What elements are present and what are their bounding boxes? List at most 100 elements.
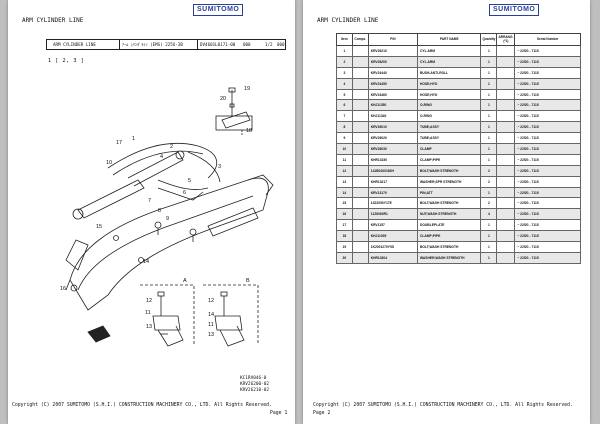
table-cell: ~ 22SG - 7115 [514,175,581,188]
table-cell: 17 [336,219,353,232]
table-cell: KRV26020 [367,132,418,145]
sumitomo-logo: SUMITOMO [193,4,244,16]
table-cell: 1 [480,251,498,264]
detail-label-a: A [183,278,187,284]
table-cell: 2 [336,55,353,68]
callout-6: 6 [183,190,186,196]
table-cell: CLAMP [416,143,482,155]
table-cell: 4 [480,208,498,221]
table-cell: ~ 22SG - 7115 [514,219,581,232]
table-cell: HOSE;HYD [416,77,482,90]
table-cell: 11 [336,153,353,166]
column-header: ARRANG. (*1) [496,33,516,46]
table-cell [351,219,369,232]
header-name: ARM CYLINDER LINE [53,42,96,47]
page-title: ARM CYLINDER LINE [317,17,379,24]
table-cell [496,121,516,134]
table-cell: ~ 22SG - 7115 [514,77,581,90]
callout-15: 15 [96,224,102,230]
header-jp: ｱｰﾑ ｼﾘﾝﾀﾞﾗｲﾝ (EMS) 225X-3B [122,42,183,47]
page-index: 1 [ 2, 3 ] [48,58,85,64]
header-code: DV4601L0171-00 [200,42,236,47]
table-cell: 2 [480,164,498,177]
table-cell: 1 [480,66,498,79]
table-cell: 11Z6060R1 [367,208,418,221]
table-cell [496,230,516,243]
table-cell: 13 [336,175,353,188]
table-cell: ~ 22SG - 7115 [514,153,581,166]
header-suffix: 000 [277,42,285,47]
table-cell: 14 [336,186,353,199]
table-cell: 18 [336,230,353,243]
table-cell [496,132,516,145]
table-cell: 9 [336,132,353,145]
table-cell: KRV24460 [367,88,418,101]
table-cell: CLAMP;PIPE [416,230,482,243]
table-cell: ~ 22SG - 7115 [514,45,581,57]
table-cell [496,208,516,221]
table-cell [351,55,369,68]
table-cell [496,241,516,253]
detail-a-frame [140,284,195,345]
table-cell: 141B0100160H [367,164,418,177]
table-cell: DOUBLEPLATE [416,219,482,232]
table-cell: 12 [336,164,353,177]
table-cell [496,110,516,123]
table-cell: ~ 22SG - 7115 [514,251,581,264]
table-cell: 1 [480,55,498,68]
column-header: Quantity [480,33,498,46]
table-cell: ~ 22SG - 7115 [514,208,581,221]
table-cell: CYL.ARM [416,55,482,68]
callout-16: 16 [60,286,66,292]
table-cell: O-RING [416,110,482,123]
table-cell [496,153,516,166]
table-cell: KRV24440 [367,66,418,79]
table-cell: 1 [480,45,498,57]
table-cell: 1 [480,88,498,101]
table-cell: 8 [336,121,353,134]
column-header: Item [336,33,353,46]
table-cell [351,241,369,253]
callout-10: 10 [106,160,112,166]
table-cell: 4 [336,77,353,90]
table-cell: HOSE;HYD [416,88,482,101]
callout-1: 1 [132,136,135,142]
drawing-code: KRV26200-02 [240,382,270,387]
table-cell: KHR13304 [367,251,418,264]
table-cell [351,45,369,57]
header-page: 1/2 [265,42,273,47]
table-cell: 1 [480,153,498,166]
table-cell: KHJ11350 [367,99,418,112]
table-cell: ~ 22SG - 7115 [514,88,581,101]
table-cell [496,45,516,57]
table-cell: CYL.ARM [416,45,482,57]
callout-3: 3 [218,164,221,170]
table-cell: ~ 22SG - 7115 [514,121,581,134]
table-cell [351,99,369,112]
table-cell: 10 [336,143,353,155]
table-cell [496,77,516,90]
table-cell [496,99,516,112]
page-1: SUMITOMO ARM CYLINDER LINE ARM CYLINDER … [8,0,295,424]
table-cell [496,197,516,210]
table-cell [496,164,516,177]
detail-label-b: B [246,278,250,284]
table-cell: ~ 22SG - 7115 [514,55,581,68]
table-cell: 2 [480,175,498,188]
table-cell [496,219,516,232]
callout-a-11: 11 [145,310,151,316]
table-cell [351,164,369,177]
callout-8: 8 [158,208,161,214]
table-cell: BOLT;WASH STRENGTH [416,197,482,210]
